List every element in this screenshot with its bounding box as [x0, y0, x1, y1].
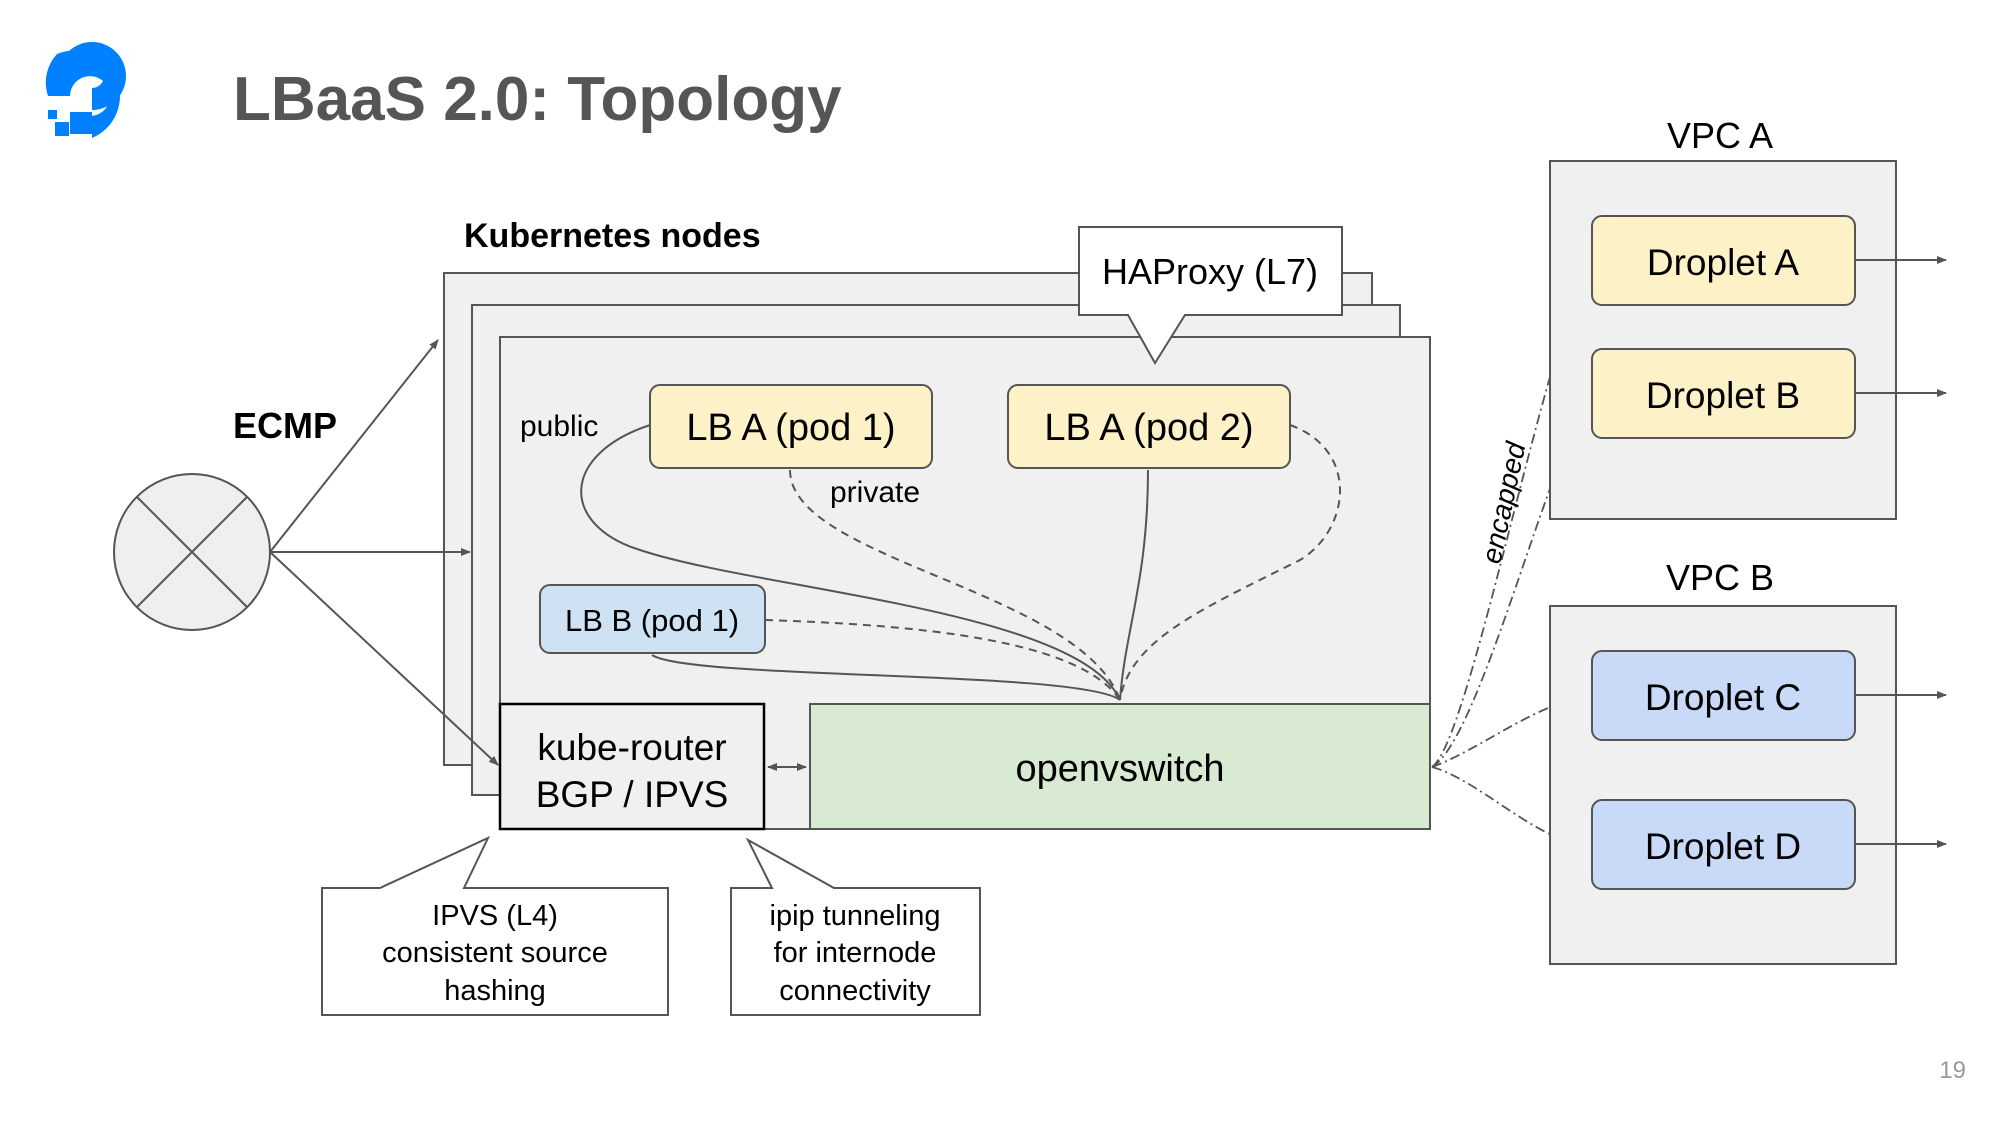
lb-a-pod2-dashed-link [1119, 424, 1341, 701]
droplet-c-label: Droplet C [1645, 677, 1801, 718]
lb-b-pod1-box: LB B (pod 1) [539, 584, 766, 654]
page-title: LBaaS 2.0: Topology [233, 65, 842, 134]
kube-router-box: kube-router BGP / IPVS [498, 702, 766, 831]
droplet-a-label: Droplet A [1647, 242, 1800, 283]
droplet-d-label: Droplet D [1645, 826, 1801, 867]
encapped-link-droplet-a [1431, 261, 1591, 768]
vpc-b: VPC B Droplet C Droplet D [1549, 557, 1897, 965]
encapped-label: encapped [1476, 438, 1532, 566]
ipvs-line-1: IPVS (L4) [432, 900, 558, 932]
vpc-b-label: VPC B [1666, 557, 1774, 598]
vpc-a-label: VPC A [1667, 115, 1773, 156]
lb-a-pod1-box: LB A (pod 1) [649, 384, 933, 469]
ecmp-arrow-back-node [269, 339, 439, 553]
vpc-a: VPC A Droplet A Droplet B [1549, 115, 1897, 520]
lb-a-pod2-link [1119, 469, 1149, 701]
lb-b-pod1-label: LB B (pod 1) [565, 603, 739, 638]
kube-router-label: kube-router [537, 727, 726, 768]
lb-a-pod2-box: LB A (pod 2) [1007, 384, 1291, 469]
ipip-line-2: for internode [774, 937, 937, 969]
bgp-ipvs-label: BGP / IPVS [536, 774, 729, 815]
droplet-b-label: Droplet B [1646, 375, 1800, 416]
lb-a-pod1-public-link [580, 424, 1121, 701]
lb-a-pod1-label: LB A (pod 1) [686, 407, 895, 449]
ipvs-callout: IPVS (L4) consistent source hashing [321, 835, 669, 1016]
openvswitch-box: openvswitch [809, 703, 1431, 830]
lb-a-pod2-label: LB A (pod 2) [1044, 407, 1253, 449]
ecmp-label: ECMP [233, 405, 337, 446]
ipip-callout: ipip tunneling for internode connectivit… [730, 837, 981, 1016]
haproxy-callout: HAProxy (L7) [1078, 226, 1343, 365]
digitalocean-logo-icon [45, 42, 126, 138]
ipvs-line-2: consistent source [382, 937, 608, 969]
ecmp-router-icon [113, 473, 271, 631]
ipip-line-3: connectivity [779, 975, 931, 1007]
ipip-line-1: ipip tunneling [770, 900, 941, 932]
lb-b-solid-link [651, 654, 1121, 701]
openvswitch-label: openvswitch [1015, 748, 1224, 790]
ecmp-arrow-front-node [269, 551, 499, 766]
haproxy-label: HAProxy (L7) [1102, 251, 1318, 292]
page-number: 19 [1939, 1057, 1966, 1084]
lb-b-dashed-link [764, 619, 1121, 701]
lb-a-pod1-private-link [789, 469, 1121, 701]
public-label: public [520, 410, 598, 443]
kubernetes-nodes-label: Kubernetes nodes [464, 217, 761, 255]
ipvs-line-3: hashing [444, 975, 546, 1007]
private-label: private [830, 476, 920, 509]
